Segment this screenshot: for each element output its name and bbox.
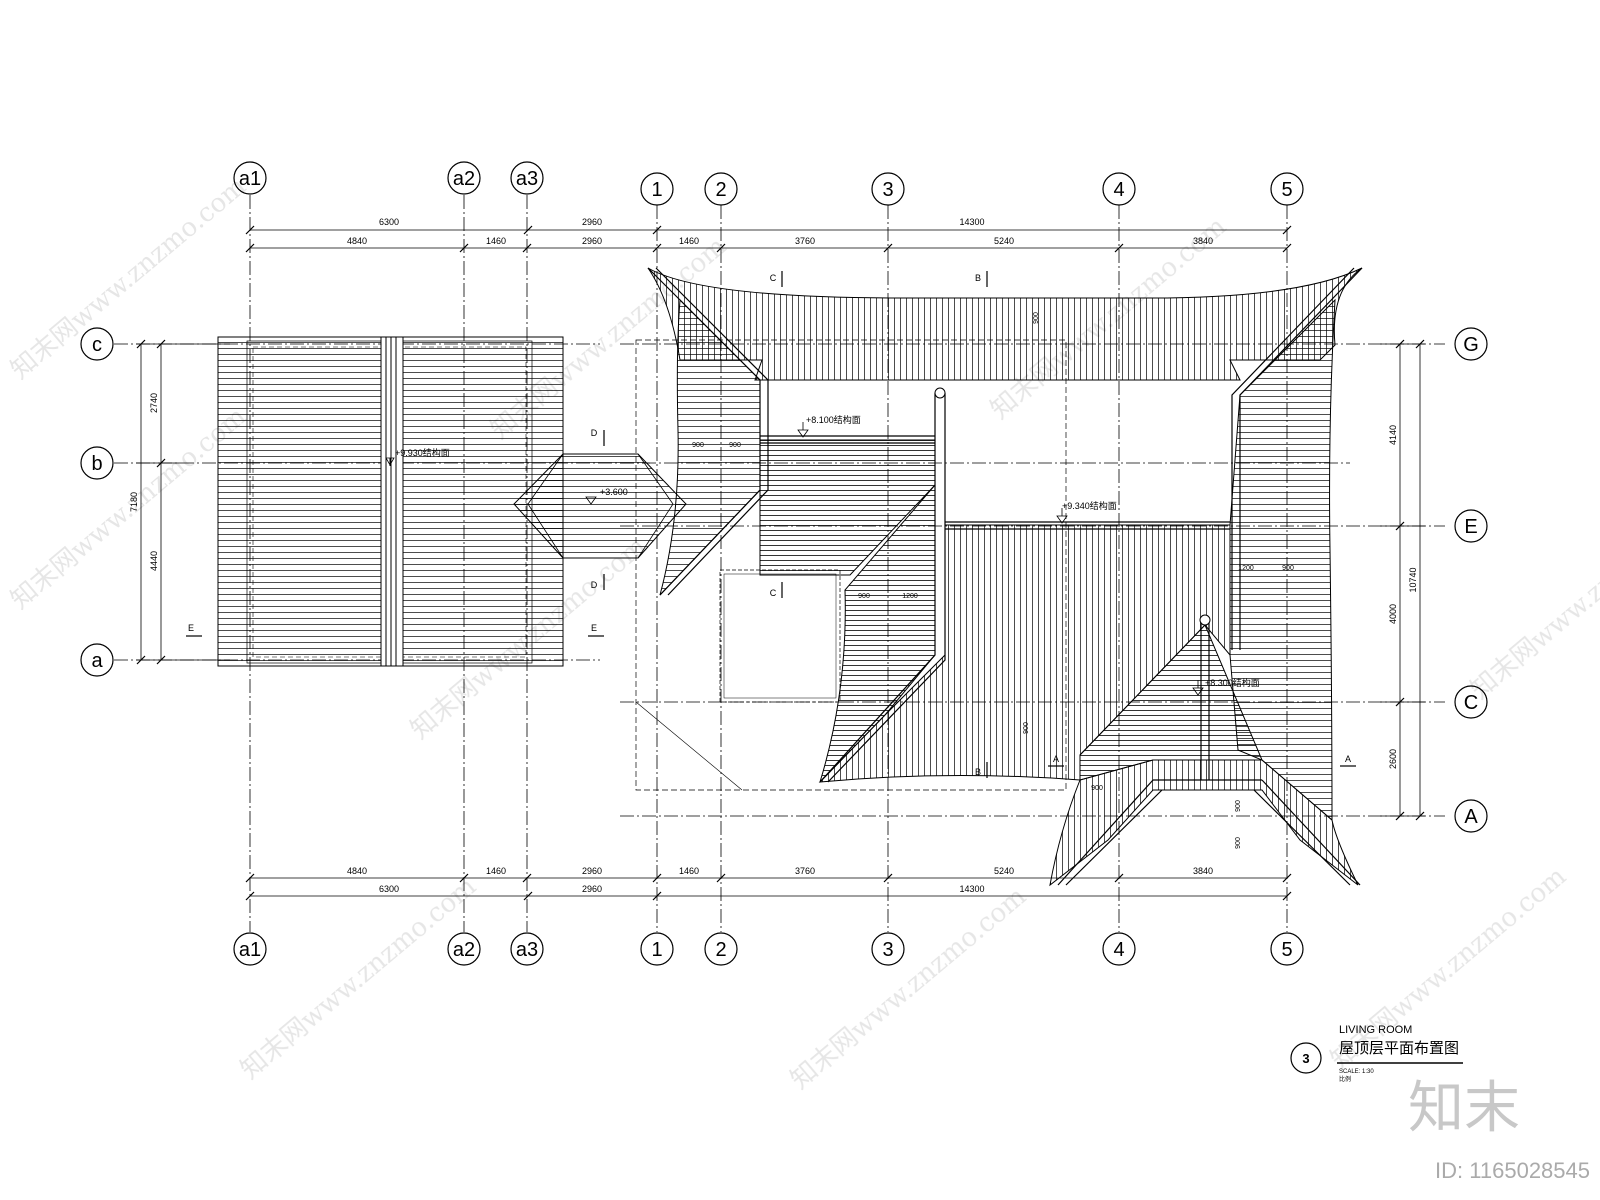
elevation-label-5: +8.300结构面 — [1205, 677, 1260, 688]
drawing-title-en: LIVING ROOM — [1339, 1024, 1412, 1036]
dim-top-detail-5: 3760 — [795, 236, 815, 246]
dim-left-inner-1: 2740 — [149, 393, 159, 413]
roof-offset-1: 900 — [1033, 312, 1040, 324]
grid-top-1: 1 — [651, 179, 662, 201]
corridor-roof — [513, 453, 687, 559]
roof-offset-5: 1200 — [902, 593, 918, 600]
grid-bottom-a1: a1 — [239, 939, 261, 961]
roof-offset-9: 900 — [1091, 785, 1103, 792]
grid-bubbles — [80, 161, 1488, 966]
roof-offset-11: 900 — [1235, 837, 1242, 849]
dim-top-detail-3: 2960 — [582, 236, 602, 246]
elevation-label-1: +9.930结构面 — [395, 447, 450, 458]
drawing-title-cn: 屋顶层平面布置图 — [1339, 1039, 1459, 1057]
grid-top-2: 2 — [715, 179, 726, 201]
grid-right-e: E — [1464, 516, 1477, 538]
dim-right-inner-3: 2600 — [1388, 749, 1398, 769]
watermark-id: ID: 1165028545 — [1435, 1158, 1590, 1183]
grid-bottom-3: 3 — [882, 939, 893, 961]
dim-right-inner-1: 4140 — [1388, 425, 1398, 445]
left-roof — [217, 336, 564, 667]
dim-bottom-detail-5: 3760 — [795, 866, 815, 876]
section-label-d-top: D — [591, 428, 598, 438]
elevation-label-4: +9.340结构面 — [1062, 500, 1117, 511]
dim-bottom-detail-2: 1460 — [486, 866, 506, 876]
watermark-text-4: 知末网www.znzmo.com — [5, 401, 252, 615]
dim-top-detail-4: 1460 — [679, 236, 699, 246]
grid-top-a2: a2 — [453, 168, 475, 190]
dim-right-inner-2: 4000 — [1388, 604, 1398, 624]
main-roof — [635, 267, 1363, 887]
dim-top-overall-1: 6300 — [379, 217, 399, 227]
dim-bottom-detail-1: 4840 — [347, 866, 367, 876]
grid-bottom-2: 2 — [715, 939, 726, 961]
roof-offset-10: 900 — [1235, 800, 1242, 812]
dimension-ticks — [136, 225, 1425, 901]
grid-top-a1: a1 — [239, 168, 261, 190]
dim-top-detail-7: 3840 — [1193, 236, 1213, 246]
dimension-lines — [136, 229, 1425, 897]
dim-right-outer: 10740 — [1408, 567, 1418, 592]
dim-top-detail-2: 1460 — [486, 236, 506, 246]
drawing-number: 3 — [1302, 1051, 1309, 1066]
grid-bottom-1: 1 — [651, 939, 662, 961]
grid-left-b: b — [91, 453, 102, 475]
dim-bottom-overall-2: 2960 — [582, 884, 602, 894]
watermark-text-7: 知末网www.znzmo.com — [785, 881, 1032, 1095]
section-label-e-left: E — [188, 623, 194, 633]
section-label-a-right: A — [1345, 754, 1351, 764]
roof-offset-8: 900 — [1282, 565, 1294, 572]
roof-offset-6: 900 — [1023, 722, 1030, 734]
section-label-c-top: C — [770, 273, 777, 283]
dim-bottom-overall-1: 6300 — [379, 884, 399, 894]
elevation-label-2: +3.600 — [600, 487, 628, 497]
grid-top-5: 5 — [1281, 179, 1292, 201]
roof-offset-2: 900 — [692, 442, 704, 449]
roof-offset-7: 1200 — [1238, 565, 1254, 572]
section-label-e-right: E — [591, 623, 597, 633]
dim-top-detail-1: 4840 — [347, 236, 367, 246]
dim-bottom-detail-6: 5240 — [994, 866, 1014, 876]
section-label-b-top: B — [975, 273, 981, 283]
grid-top-4: 4 — [1113, 179, 1124, 201]
section-label-d-bottom: D — [591, 580, 598, 590]
dim-left-outer: 7180 — [129, 492, 139, 512]
grid-top-a3: a3 — [516, 168, 538, 190]
dim-left-inner-2: 4440 — [149, 551, 159, 571]
grid-bottom-5: 5 — [1281, 939, 1292, 961]
drawing-scale-cn: 比例 — [1339, 1075, 1351, 1083]
grid-left-c: c — [92, 334, 102, 356]
dim-bottom-detail-4: 1460 — [679, 866, 699, 876]
dim-bottom-overall-3: 14300 — [959, 884, 984, 894]
watermark-text-6: 知末网www.znzmo.com — [235, 871, 482, 1085]
grid-bottom-4: 4 — [1113, 939, 1124, 961]
watermark-logo: 知末 — [1408, 1076, 1520, 1141]
dim-bottom-detail-7: 3840 — [1193, 866, 1213, 876]
grid-right-g: G — [1463, 334, 1479, 356]
section-label-c-bottom: C — [770, 588, 777, 598]
elevation-label-3: +8.100结构面 — [806, 414, 861, 425]
title-block: 3 LIVING ROOM 屋顶层平面布置图 SCALE: 1:30 比例 — [1290, 1024, 1463, 1083]
watermark-text-1: 知末网www.znzmo.com — [5, 171, 252, 385]
section-label-b-bottom: B — [975, 767, 981, 777]
grid-right-c: C — [1464, 692, 1478, 714]
section-marks — [186, 271, 1356, 778]
roof-offset-4: 900 — [858, 593, 870, 600]
grid-left-a: a — [91, 650, 103, 672]
dim-top-overall-3: 14300 — [959, 217, 984, 227]
section-label-a-left: A — [1053, 754, 1059, 764]
grid-bottom-a2: a2 — [453, 939, 475, 961]
grid-right-a: A — [1464, 806, 1478, 828]
drawing-scale: SCALE: 1:30 — [1339, 1069, 1374, 1075]
grid-bottom-a3: a3 — [516, 939, 538, 961]
dim-top-overall-2: 2960 — [582, 217, 602, 227]
grid-top-3: 3 — [882, 179, 893, 201]
dim-top-detail-6: 5240 — [994, 236, 1014, 246]
dim-bottom-detail-3: 2960 — [582, 866, 602, 876]
roof-offset-3: 900 — [729, 442, 741, 449]
